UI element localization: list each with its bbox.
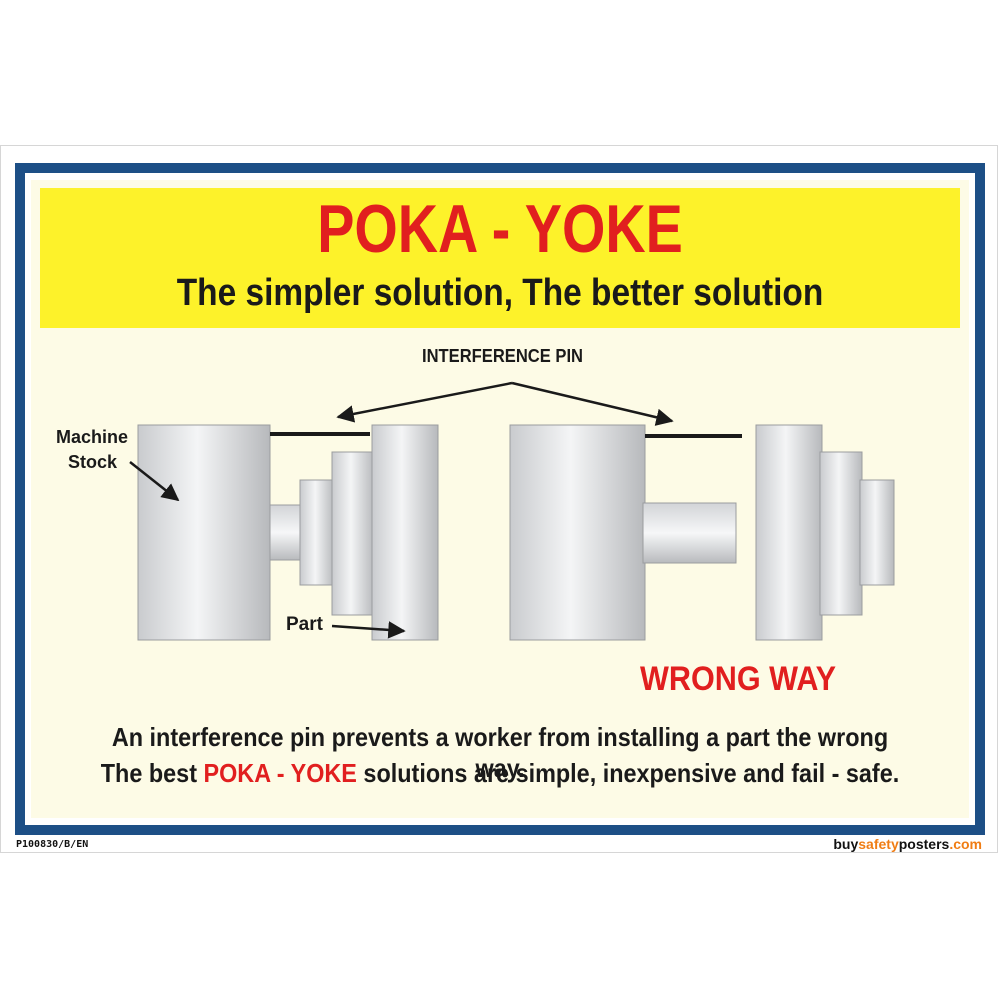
brand-logo-text[interactable]: buysafetyposters.com xyxy=(833,836,982,852)
right-part-step-small xyxy=(859,479,895,586)
right-spindle xyxy=(642,502,737,564)
arrow-to-machine-stock xyxy=(129,461,180,502)
machine-stock-label-line2: Stock xyxy=(68,452,118,472)
brand-prefix: buy xyxy=(833,836,859,852)
arrow-to-right-pin xyxy=(511,381,674,426)
left-part-step-large xyxy=(371,424,439,641)
brand-mid: posters xyxy=(898,836,950,852)
header-band xyxy=(40,188,960,328)
right-part-step-large xyxy=(755,424,823,641)
right-part-step-mid xyxy=(819,451,863,616)
caption-line-2: The best POKA - YOKE solutions are simpl… xyxy=(86,758,914,789)
left-part-step-mid xyxy=(331,451,375,616)
caption-line-1: An interference pin prevents a worker fr… xyxy=(111,722,889,783)
poster-subtitle: The simpler solution, The better solutio… xyxy=(176,272,824,314)
brand-suffix: .com xyxy=(949,836,982,852)
right-machine-stock xyxy=(509,424,646,641)
caption-line-2-prefix: The best xyxy=(100,758,204,788)
brand-accent: safety xyxy=(858,836,899,852)
caption-line-2-suffix: solutions are simple, inexpensive and fa… xyxy=(356,758,900,788)
caption-line-2-highlight: POKA - YOKE xyxy=(203,758,357,788)
machine-stock-label-line1: Machine xyxy=(56,427,129,447)
left-machine-stock xyxy=(137,424,271,641)
arrow-to-part xyxy=(331,621,406,639)
arrow-to-left-pin xyxy=(336,381,513,423)
interference-pin-label: INTERFERENCE PIN xyxy=(422,346,584,366)
wrong-way-label: WRONG WAY xyxy=(640,660,837,698)
part-label: Part xyxy=(286,614,323,635)
poster-title: POKA - YOKE xyxy=(317,191,683,267)
product-code: P100830/B/EN xyxy=(16,839,89,850)
left-part-step-small xyxy=(299,479,335,586)
left-spindle xyxy=(269,504,303,561)
